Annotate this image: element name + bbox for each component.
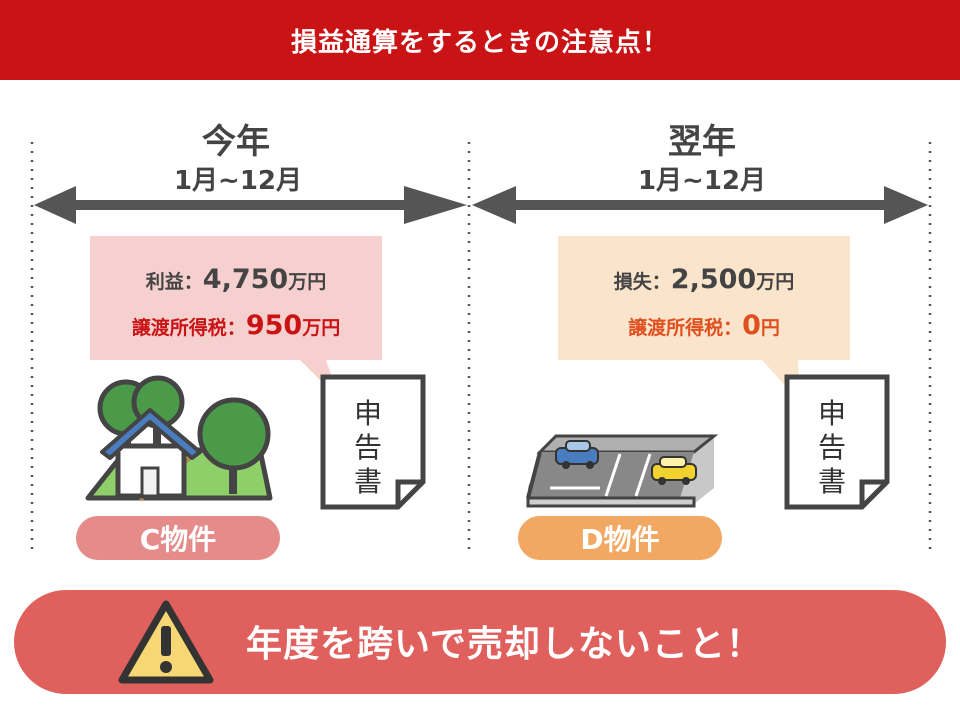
document-char: 告: [818, 431, 847, 464]
loss-line: 損失：2,500万円: [558, 264, 850, 295]
document-char: 告: [354, 431, 383, 464]
arrow-icon: [34, 186, 467, 224]
document-char: 書: [818, 465, 847, 498]
period-title-this-year: 今年: [202, 122, 270, 162]
tax-line-left: 譲渡所得税：950万円: [90, 310, 382, 341]
header-bar: 損益通算をするときの注意点！: [0, 0, 960, 80]
right-info-box: 損失：2,500万円 譲渡所得税：0円: [558, 236, 850, 360]
document-char: 申: [818, 397, 847, 430]
document-char: 書: [354, 465, 383, 498]
document-icon: 申 告 書: [784, 374, 890, 510]
speech-bubble-left: [90, 236, 382, 400]
loss-value: 2,500: [670, 264, 757, 295]
tax-value-right: 0: [742, 310, 761, 341]
warning-text: 年度を跨いで売却しないこと！: [246, 624, 763, 665]
parking-lot-icon: [526, 434, 719, 508]
tax-unit-right: 円: [760, 317, 780, 339]
tax-label-left: 譲渡所得税：: [131, 317, 246, 339]
profit-unit: 万円: [288, 271, 327, 293]
period-range-next-year: 1月~12月: [637, 166, 767, 196]
property-label-c: C物件: [76, 516, 280, 560]
period-title-next-year: 翌年: [668, 122, 736, 162]
document-icon: 申 告 書: [320, 374, 426, 510]
warning-icon: [118, 600, 214, 684]
tax-line-right: 譲渡所得税：0円: [558, 310, 850, 341]
period-range-this-year: 1月~12月: [173, 166, 303, 196]
document-char: 申: [354, 397, 383, 430]
tax-label-right: 譲渡所得税：: [628, 317, 743, 339]
profit-value: 4,750: [202, 264, 289, 295]
loss-label: 損失：: [613, 271, 671, 293]
header-title: 損益通算をするときの注意点！: [290, 27, 669, 58]
warning-banner: 年度を跨いで売却しないこと！: [14, 590, 946, 694]
tax-unit-left: 万円: [302, 317, 341, 339]
loss-unit: 万円: [756, 271, 795, 293]
tax-value-left: 950: [245, 310, 303, 341]
profit-label: 利益：: [145, 271, 203, 293]
house-icon: [85, 375, 273, 502]
speech-bubble-right: [558, 236, 850, 402]
property-label-d: D物件: [518, 516, 722, 560]
left-info-box: 利益：4,750万円 譲渡所得税：950万円: [90, 236, 382, 360]
profit-line: 利益：4,750万円: [90, 264, 382, 295]
arrow-icon: [472, 186, 928, 224]
